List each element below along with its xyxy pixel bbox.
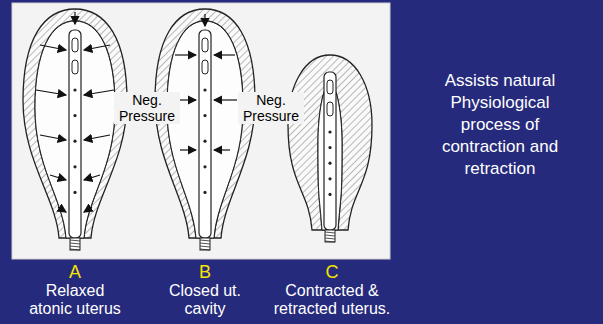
connector-thread (70, 249, 80, 250)
uterus-contracted (288, 55, 372, 230)
connector-thread (70, 243, 80, 244)
pressure-label: Neg. Pressure (238, 92, 304, 124)
suction-slot (72, 60, 78, 74)
connector-thread (325, 238, 335, 239)
balloon-tube (69, 30, 81, 238)
figure-letter: A (55, 262, 95, 283)
pressure-arrow (74, 12, 75, 24)
suction-hole (73, 165, 76, 168)
pressure-arrow (84, 175, 100, 180)
suction-hole (328, 146, 331, 149)
connector-thread (325, 232, 335, 233)
pressure-arrow (214, 54, 235, 55)
suction-hole (73, 114, 76, 117)
suction-hole (328, 130, 331, 133)
suction-hole (328, 177, 331, 180)
tube-connector (70, 238, 80, 250)
pressure-arrow (175, 54, 196, 55)
figure-panel (12, 3, 390, 259)
figure-caption: Contracted & retracted uterus. (266, 282, 398, 319)
figure-caption: Relaxed atonic uterus (23, 282, 127, 319)
suction-hole (328, 193, 331, 196)
suction-slot (202, 60, 208, 74)
balloon-tube (324, 72, 336, 230)
connector-thread (325, 241, 335, 242)
pressure-label: Neg. Pressure (114, 92, 180, 124)
pressure-arrow (84, 90, 114, 95)
suction-slot (72, 38, 78, 52)
suction-hole (73, 88, 76, 91)
tube-connector (200, 238, 210, 250)
side-note: Assists natural Physiological process of… (425, 70, 575, 180)
connector-thread (70, 246, 80, 247)
figure-caption: Closed ut. cavity (163, 282, 247, 319)
pressure-arrow (180, 149, 196, 150)
suction-slot (327, 102, 333, 116)
uterus-relaxed (23, 9, 127, 238)
connector-thread (200, 240, 210, 241)
pressure-arrow (58, 207, 66, 212)
pressure-arrow (214, 149, 230, 150)
pressure-arrow (40, 135, 66, 140)
suction-hole (203, 191, 206, 194)
pressure-arrow (84, 135, 110, 140)
connector-thread (200, 246, 210, 247)
figure-letter: C (312, 262, 352, 283)
pressure-arrow (204, 14, 205, 26)
connector-thread (325, 235, 335, 236)
suction-hole (203, 88, 206, 91)
pressure-arrow (36, 90, 66, 95)
suction-slot (202, 38, 208, 52)
pressure-arrow (84, 207, 92, 212)
figure-letter: B (185, 262, 225, 283)
suction-hole (73, 191, 76, 194)
uterine-cavity (35, 21, 115, 238)
tube-connector (325, 230, 335, 242)
connector-thread (70, 240, 80, 241)
connector-thread (200, 243, 210, 244)
suction-hole (328, 162, 331, 165)
uterus-drawings (23, 9, 372, 250)
suction-hole (203, 165, 206, 168)
uterine-cavity (167, 21, 243, 238)
pressure-arrow (50, 175, 66, 180)
suction-hole (203, 114, 206, 117)
connector-thread (200, 249, 210, 250)
suction-hole (73, 140, 76, 143)
pressure-arrow (40, 45, 66, 50)
balloon-tube (199, 30, 211, 238)
suction-hole (203, 140, 206, 143)
suction-slot (327, 80, 333, 94)
pressure-arrow (214, 99, 237, 100)
pressure-arrow (84, 45, 110, 50)
